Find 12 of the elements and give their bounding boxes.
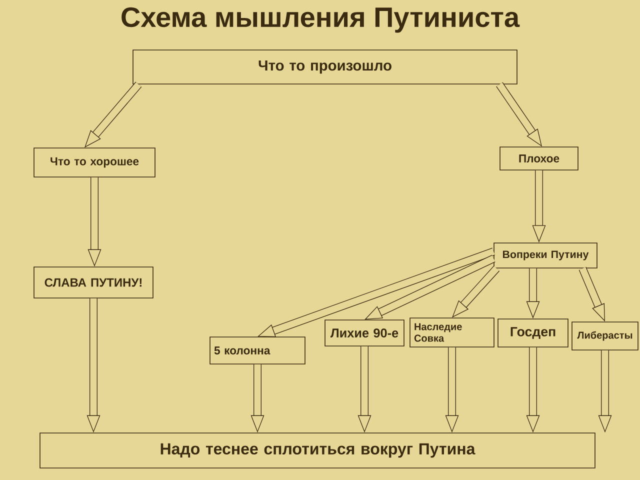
process-box: Лихие 90-е (324, 320, 404, 346)
process-box: Вопреки Путину (494, 242, 598, 268)
process-box: Надо теснее сплотиться вокруг Путина (40, 432, 596, 468)
title: Схема мышления Путиниста (122, 7, 520, 33)
process-box: Что то произошло (132, 50, 518, 84)
process-box: СЛАВА ПУТИНУ! (34, 266, 154, 298)
process-box: Плохое (500, 146, 578, 170)
process-box: 5 колонна (210, 336, 306, 364)
process-box: Что то хорошее (34, 148, 156, 178)
process-box: Госдеп (498, 318, 568, 348)
process-box: Либерасты (572, 322, 638, 350)
process-box: Наследие Совка (410, 318, 494, 348)
